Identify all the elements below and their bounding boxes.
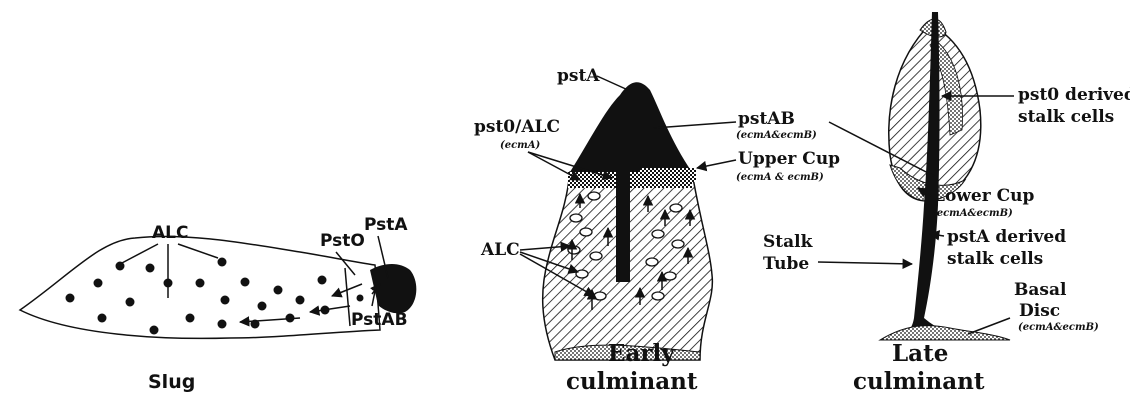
early-culminant-panel: pstA pst0/ALC (ecmA) pstAB (ecmA&ecmB) U… (474, 66, 840, 395)
early-label-pstAB: pstAB (738, 109, 795, 129)
late-label-stalk-tube-1: Stalk (763, 232, 814, 252)
early-title-line2: culminant (566, 368, 698, 395)
late-label-stalk-tube-2: Tube (763, 254, 809, 274)
slug-label-alc: ALC (152, 223, 188, 243)
late-label-lower-cup-sub: (ecmA&ecmB) (932, 208, 1013, 219)
late-label-pst0-derived-1: pst0 derived (1018, 85, 1130, 105)
early-stalk-column (616, 120, 630, 282)
early-label-pstAB-sub: (ecmA&ecmB) (736, 130, 817, 141)
late-label-lower-cup: Lower Cup (933, 186, 1035, 206)
early-label-pst0-alc-sub: (ecmA) (500, 140, 541, 151)
late-basal-disc (880, 326, 1010, 340)
late-label-pstA-derived-1: pstA derived (947, 227, 1066, 247)
early-label-upper-cup: Upper Cup (738, 149, 840, 169)
late-label-pst0-derived-2: stalk cells (1018, 107, 1114, 127)
early-title-line1: Early (608, 340, 675, 367)
slug-label-pst0: PstO (320, 231, 365, 251)
slug-title: Slug (148, 371, 195, 393)
early-label-pst0-alc: pst0/ALC (474, 117, 560, 137)
early-label-upper-cup-sub: (ecmA & ecmB) (736, 172, 824, 183)
late-title-line1: Late (892, 340, 948, 367)
late-label-basal-1: Basal (1014, 280, 1067, 300)
slug-migration-arrow-4 (310, 306, 350, 312)
slug-panel: ALC PstO PstA PstAB Slug (20, 215, 416, 393)
late-culminant-panel: pst0 derived stalk cells Lower Cup (ecmA… (763, 12, 1130, 395)
late-label-basal-sub: (ecmA&ecmB) (1018, 322, 1099, 333)
slug-label-pstA: PstA (364, 215, 408, 235)
slug-dots (66, 258, 364, 335)
late-label-pstA-derived-2: stalk cells (947, 249, 1043, 269)
early-upper-cup (640, 168, 696, 182)
late-title-line2: culminant (853, 368, 985, 395)
early-label-alc: ALC (480, 240, 520, 260)
early-label-pstA: pstA (557, 66, 600, 86)
slug-label-pstAB: PstAB (351, 310, 408, 330)
late-label-basal-2: Disc (1019, 301, 1060, 321)
